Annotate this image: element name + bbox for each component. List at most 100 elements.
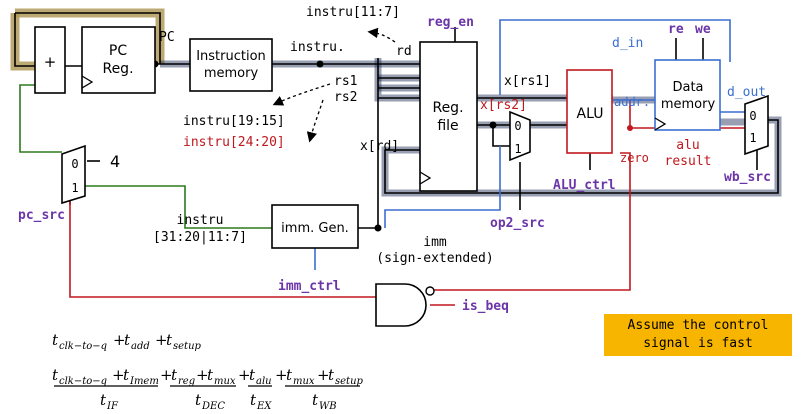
svg-text:+: +	[196, 366, 209, 384]
zero-label: zero	[620, 151, 649, 165]
x-rs2-label: x[rs2]	[480, 98, 527, 113]
sub-alu: alu	[256, 376, 272, 387]
svg-text:t: t	[312, 391, 319, 409]
immgen-label: imm. Gen.	[281, 221, 349, 236]
svg-text:t: t	[328, 366, 335, 384]
sub-dec: DEC	[201, 401, 225, 412]
wb-mux-input0: 0	[749, 109, 756, 123]
sub-clk-to-q-2: clk−to−q	[59, 376, 107, 387]
pc-register-block: PC Reg.	[81, 26, 156, 94]
pc-mux-input1: 1	[71, 181, 78, 195]
const-four-label: 4	[110, 152, 120, 171]
svg-text:t: t	[124, 331, 131, 349]
x-rs1-label: x[rs1]	[504, 74, 551, 89]
svg-text:+: +	[238, 366, 251, 384]
wires	[14, 12, 779, 306]
imem-label-line1: Instruction	[196, 49, 266, 64]
imm-gen-block: imm. Gen.	[271, 204, 359, 249]
instru-11-7-label: instru[11:7]	[306, 5, 400, 20]
note-box	[604, 314, 792, 356]
timing-formula-stages: t clk−to−q + t Imem + t reg + t mux + t …	[52, 366, 364, 412]
instru-label: instru.	[290, 40, 345, 55]
svg-text:t: t	[123, 366, 130, 384]
wb-src-label: wb_src	[724, 170, 771, 185]
note-line1: Assume the control	[627, 318, 769, 333]
adder-label: +	[44, 53, 57, 71]
svg-text:+: +	[112, 366, 125, 384]
timing-formula-add: t clk−to−q + t add + t setup	[52, 331, 202, 352]
instru-24-20-label: instru[24:20]	[183, 135, 285, 150]
instruction-memory-block: Instruction memory	[189, 38, 273, 92]
note-line2: signal is fast	[643, 336, 753, 351]
re-label: re	[668, 22, 684, 37]
labels: instru[11:7] reg_en PC instru. rd rs1 rs…	[18, 5, 771, 314]
sub-add: add	[131, 341, 150, 352]
rs2-label: rs2	[334, 90, 357, 105]
d-out-label: d_out	[727, 85, 766, 100]
sub-setup-2: setup	[335, 376, 364, 387]
rs1-label: rs1	[334, 74, 357, 89]
alu-ctrl-label: ALU_ctrl	[553, 178, 616, 193]
svg-text:t: t	[52, 366, 59, 384]
pc-reg-label-line1: PC	[109, 43, 127, 59]
data-memory-block: Data memory	[654, 59, 721, 131]
dmem-label-line2: memory	[661, 97, 716, 112]
reg-en-label: reg_en	[427, 15, 474, 30]
pc-mux-input0: 0	[71, 157, 78, 171]
addr-label: addr.	[614, 95, 650, 109]
svg-text:t: t	[250, 391, 257, 409]
instru-19-15-label: instru[19:15]	[183, 114, 285, 129]
op2-mux: 0 1	[509, 110, 531, 162]
regfile-label-line1: Reg.	[432, 100, 463, 116]
sub-clk-to-q: clk−to−q	[59, 341, 107, 352]
sub-mux: mux	[214, 376, 236, 387]
dmem-label-line1: Data	[672, 80, 703, 95]
sub-if: IF	[106, 401, 119, 412]
pc-src-mux: 0 1	[61, 144, 86, 205]
svg-text:t: t	[52, 331, 59, 349]
svg-text:+: +	[155, 331, 168, 349]
sub-mux-2: mux	[293, 376, 315, 387]
x-rd-label: x[rd]	[360, 139, 399, 154]
svg-text:t: t	[100, 391, 107, 409]
alu-block: ALU	[566, 69, 613, 154]
sub-imem: Imem	[129, 376, 159, 387]
svg-text:+: +	[113, 331, 126, 349]
junction-dots	[151, 60, 633, 232]
pc-src-label: pc_src	[18, 208, 65, 223]
sub-wb: WB	[319, 401, 337, 412]
svg-text:t: t	[166, 331, 173, 349]
d-in-label: d_in	[612, 36, 643, 51]
svg-text:t: t	[171, 366, 178, 384]
pc-reg-label-line2: Reg.	[102, 61, 133, 77]
alu-result-label-line2: result	[665, 154, 712, 169]
sub-setup: setup	[173, 341, 202, 352]
wb-mux: 0 1	[744, 94, 769, 156]
rd-label: rd	[396, 44, 412, 59]
we-label: we	[695, 22, 711, 37]
is-beq-label: is_beq	[462, 299, 509, 314]
svg-text:t: t	[195, 391, 202, 409]
imm-instru-label-line2: [31:20|11:7]	[153, 230, 247, 245]
sub-ex: EX	[256, 401, 272, 412]
register-file-block: Reg. file	[419, 41, 478, 192]
regfile-label-line2: file	[437, 118, 458, 134]
imm-label-line1: imm	[423, 235, 447, 250]
op2-src-label: op2_src	[490, 216, 545, 231]
imm-label-line2: (sign-extended)	[376, 251, 493, 266]
op2-mux-input1: 1	[514, 142, 521, 156]
imem-label-line2: memory	[204, 66, 259, 81]
op2-mux-input0: 0	[514, 119, 521, 133]
svg-text:+: +	[160, 366, 173, 384]
svg-text:t: t	[207, 366, 214, 384]
imm-instru-label-line1: instru	[177, 213, 224, 228]
svg-text:+: +	[275, 366, 288, 384]
svg-text:t: t	[249, 366, 256, 384]
pc-label: PC	[159, 30, 175, 45]
svg-text:t: t	[286, 366, 293, 384]
imm-ctrl-label: imm_ctrl	[278, 279, 341, 294]
sub-reg: reg	[178, 376, 195, 387]
svg-text:+: +	[317, 366, 330, 384]
and-gate	[375, 283, 435, 327]
